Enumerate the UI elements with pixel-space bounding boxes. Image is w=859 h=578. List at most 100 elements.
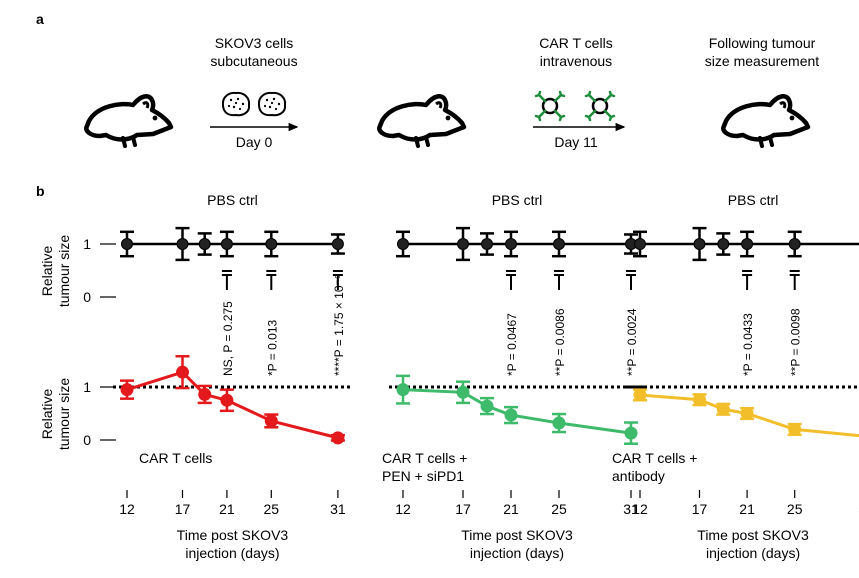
y-tick-label: 0 xyxy=(83,432,91,448)
treatment-label: antibody xyxy=(612,468,665,484)
x-tick-label: 31 xyxy=(330,501,346,517)
ctrl-point xyxy=(220,238,233,250)
ctrl-point xyxy=(265,238,278,250)
x-tick-label: 25 xyxy=(551,501,567,517)
p-value-label: *P = 0.0467 xyxy=(505,313,519,376)
treated-point xyxy=(480,399,494,413)
treated-point xyxy=(788,422,802,436)
treated-line xyxy=(402,388,632,435)
x-axis-label: Time post SKOV3 xyxy=(697,527,809,543)
panel-3: PBS ctrl*P = 0.0433**P = 0.0098***P = 9.… xyxy=(612,192,859,561)
treated-point xyxy=(120,383,134,397)
car-t-cell-icon xyxy=(534,90,566,122)
p-value-label: **P = 0.0024 xyxy=(625,308,639,376)
x-axis-label: injection (days) xyxy=(185,545,279,561)
treated-point xyxy=(176,365,189,379)
step1-line1: SKOV3 cells xyxy=(215,35,294,51)
ctrl-point xyxy=(717,238,730,250)
treated-point xyxy=(198,387,212,401)
treated-point xyxy=(624,426,638,440)
ctrl-point xyxy=(331,238,344,250)
ctrl-point xyxy=(176,238,189,250)
x-tick-label: 12 xyxy=(632,501,648,517)
ctrl-point xyxy=(121,238,133,250)
x-tick-label: 21 xyxy=(219,501,235,517)
p-value-label: NS, P = 0.275 xyxy=(221,301,235,376)
treated-line xyxy=(639,393,859,438)
treated-point xyxy=(693,393,706,407)
step2-arrow-label: Day 11 xyxy=(554,134,598,150)
ctrl-point xyxy=(397,238,409,250)
treated-point xyxy=(456,385,470,399)
panel-title: PBS ctrl xyxy=(728,192,779,208)
treated-point xyxy=(504,408,518,422)
step3-line1: Following tumour xyxy=(709,35,816,51)
x-tick-label: 21 xyxy=(503,501,519,517)
x-tick-label: 31 xyxy=(623,501,639,517)
ctrl-ylabel-line2: tumour size xyxy=(56,235,72,308)
ctrl-point xyxy=(198,238,211,250)
treated-ylabel-line2: tumour size xyxy=(56,378,72,451)
mouse-icon xyxy=(86,96,171,146)
x-tick-label: 17 xyxy=(692,501,708,517)
treated-point xyxy=(331,431,345,445)
panel-title: PBS ctrl xyxy=(492,192,543,208)
mouse-icon xyxy=(723,96,808,146)
p-value-label: **P = 0.0098 xyxy=(789,308,803,376)
car-t-cell-icon xyxy=(584,90,616,122)
treated-line xyxy=(126,370,339,440)
x-axis-label: Time post SKOV3 xyxy=(461,527,573,543)
ctrl-point xyxy=(553,238,565,250)
treatment-label: PEN + siPD1 xyxy=(382,468,464,484)
mouse-icon xyxy=(379,96,464,146)
tumour-cell-icon xyxy=(221,91,251,117)
x-tick-label: 12 xyxy=(395,501,411,517)
treated-ylabel-line1: Relative xyxy=(39,389,55,440)
panel-title: PBS ctrl xyxy=(207,192,258,208)
tumour-cell-icon xyxy=(257,91,287,117)
ctrl-point xyxy=(693,238,706,250)
treatment-label: CAR T cells + xyxy=(612,450,697,466)
treated-point xyxy=(740,407,754,420)
ctrl-point xyxy=(741,238,754,250)
y-tick-label: 0 xyxy=(83,289,91,305)
x-tick-label: 12 xyxy=(119,501,135,517)
treated-point xyxy=(220,393,234,407)
treated-point xyxy=(396,383,410,397)
x-tick-label: 25 xyxy=(787,501,803,517)
treated-point xyxy=(716,402,730,416)
panel-a-label: a xyxy=(36,11,44,27)
ctrl-point xyxy=(505,238,517,250)
ctrl-point xyxy=(481,238,493,250)
p-value-label: *P = 0.0433 xyxy=(741,313,755,376)
x-tick-label: 17 xyxy=(175,501,191,517)
panel-b-label: b xyxy=(36,183,45,199)
step2-line1: CAR T cells xyxy=(539,35,612,51)
panel-2: PBS ctrl *P = 0.0467 **P = 0.0086 **P = 0.0… xyxy=(382,192,645,561)
treated-point xyxy=(552,416,566,430)
ctrl-ylabel-line1: Relative xyxy=(39,246,55,297)
p-value-label: ****P = 1.75 × 10⁻⁹ xyxy=(332,274,346,376)
y-tick-label: 1 xyxy=(83,236,91,252)
x-tick-label: 25 xyxy=(264,501,280,517)
p-value-label: *P = 0.013 xyxy=(265,320,279,376)
ctrl-point xyxy=(788,238,801,250)
step2-line2: intravenous xyxy=(540,53,612,69)
step1-arrow-label: Day 0 xyxy=(236,134,273,150)
ctrl-point xyxy=(457,238,469,250)
x-tick-label: 21 xyxy=(739,501,755,517)
x-tick-label: 17 xyxy=(455,501,471,517)
x-axis-label: injection (days) xyxy=(470,545,564,561)
y-tick-label: 1 xyxy=(83,379,91,395)
x-axis-label: Time post SKOV3 xyxy=(177,527,289,543)
treatment-label: CAR T cells + xyxy=(382,450,467,466)
p-value-label: **P = 0.0086 xyxy=(553,308,567,376)
step1-line2: subcutaneous xyxy=(210,53,297,69)
treated-point xyxy=(264,414,278,428)
x-axis-label: injection (days) xyxy=(706,545,800,561)
treatment-label: CAR T cells xyxy=(139,450,212,466)
treated-point xyxy=(633,388,647,402)
